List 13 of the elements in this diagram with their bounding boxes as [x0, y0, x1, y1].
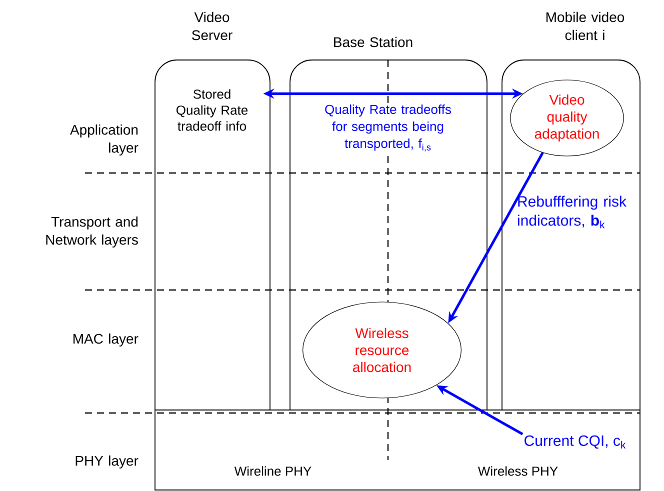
- layer-label: MAC layer: [74, 333, 138, 347]
- stored-info-text: Stored Quality Rate tradeoff info: [176, 89, 248, 131]
- layer-label: Transport and Network layers: [46, 216, 138, 248]
- column-heading: Mobile video client i: [546, 12, 624, 40]
- column-heading: Video Server: [192, 12, 232, 40]
- annotation-text: Current CQI, c$_{k}$: [524, 435, 626, 449]
- phy-label: Wireless PHY: [478, 466, 558, 476]
- phy-label: Wireline PHY: [234, 466, 312, 476]
- layer-label: PHY layer: [76, 455, 138, 469]
- edge-label: Rebufffering risk indicators, b$_{k}$: [518, 196, 626, 228]
- layer-label: Application layer: [70, 124, 138, 156]
- edge-label: Quality Rate tradeoffs for segments being transported, f$_{i,s}$: [325, 104, 451, 152]
- column-heading: Base Station: [334, 36, 412, 48]
